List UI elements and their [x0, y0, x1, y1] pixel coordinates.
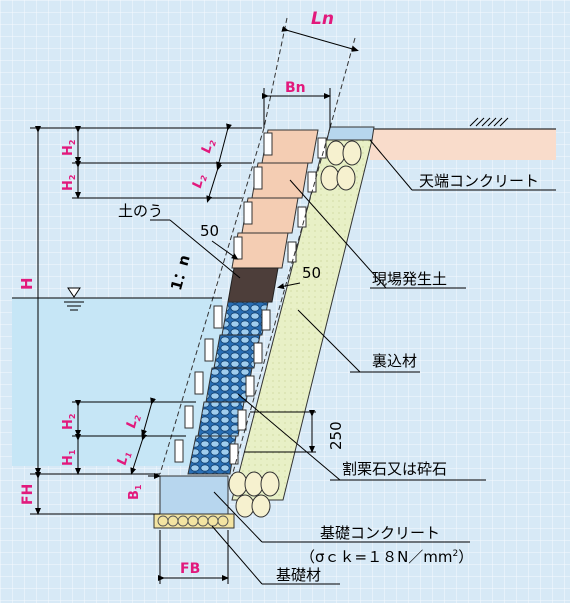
- tenba-label: 天端コンクリート: [419, 172, 539, 190]
- water-level-symbol: [12, 287, 222, 311]
- leader-genba: 現場発生土: [289, 179, 466, 289]
- svg-text:H2: H2: [61, 140, 77, 156]
- svg-text:H2: H2: [61, 414, 77, 430]
- h2-sub-2: 2: [68, 175, 77, 181]
- h1-sub: 1: [68, 449, 77, 455]
- leader-urakomi: 裏込材: [297, 309, 420, 373]
- h1-label: H: [61, 455, 76, 466]
- l1-sub: 1: [124, 451, 134, 459]
- fb-dimension: FB: [158, 530, 229, 584]
- h-label: H: [18, 277, 36, 290]
- leader-donou: 土のう: [118, 202, 241, 279]
- fifty-top-arrow: [211, 240, 239, 260]
- leader-tenba: 天端コンクリート: [369, 139, 556, 191]
- svg-text:H1: H1: [61, 449, 77, 466]
- wariguri-label: 割栗石又は砕石: [342, 460, 447, 478]
- lower-wall-blocks: [174, 301, 271, 475]
- b1-sub: 1: [134, 484, 143, 490]
- l-lower-dimensions: L2 L1: [115, 397, 156, 475]
- h-lower-dimensions: H2 H1: [61, 400, 196, 475]
- two-fifty-dimension: 250: [244, 410, 345, 453]
- svg-text:L2: L2: [190, 172, 209, 190]
- fifty-right-arrow: [277, 282, 301, 290]
- l2-label-2: L: [190, 178, 207, 190]
- urakomi-label: 裏込材: [372, 352, 417, 370]
- backfill-bottom-cobbles: [228, 471, 280, 518]
- kiso-concrete-label: 基礎コンクリート: [320, 524, 440, 542]
- ln-dimension: Ln: [281, 9, 359, 52]
- ln-label: Ln: [311, 9, 334, 29]
- svg-text:L1: L1: [115, 449, 134, 467]
- fifty-right-label: 50: [302, 264, 321, 282]
- water-area: [12, 298, 222, 466]
- h2-sub-1: 2: [68, 140, 77, 146]
- l1-label: L: [115, 455, 132, 467]
- l2-sub-lower: 2: [133, 414, 143, 422]
- sandbag-block: [227, 267, 279, 303]
- l2-label-1: L: [199, 143, 216, 155]
- leader-kiso-concrete: 基礎コンクリート （σｃｋ=１８N／mm2）: [213, 491, 473, 566]
- upper-wall-blocks: [231, 129, 327, 269]
- l2-sub-2: 2: [199, 174, 209, 182]
- b1-dimension: B1: [127, 473, 161, 500]
- svg-text:L2: L2: [199, 137, 218, 155]
- h2-label-2: H: [61, 180, 76, 191]
- genba-label: 現場発生土: [372, 270, 447, 288]
- backfill-top-cobbles: [320, 140, 362, 191]
- svg-text:（σｃｋ=１８N／mm2）: （σｃｋ=１８N／mm2）: [300, 548, 473, 566]
- crown-concrete: [326, 126, 375, 141]
- bn-label: Bn: [285, 80, 306, 96]
- foundation-concrete: [159, 475, 229, 515]
- svg-text:L2: L2: [124, 412, 143, 430]
- l2-upper-dimension: L2 L2: [190, 123, 232, 203]
- two-fifty-label: 250: [327, 421, 345, 450]
- kiso-spec-end: ）: [458, 548, 473, 566]
- kisozai-label: 基礎材: [276, 566, 321, 584]
- ground-hatch-symbol: [469, 117, 509, 127]
- h2-upper-dimension: H2 H2: [61, 126, 252, 199]
- leader-wariguri: 割栗石又は砕石: [237, 393, 486, 481]
- donou-label: 土のう: [118, 202, 163, 220]
- fh-dimension: FH: [20, 472, 41, 515]
- h2-label-1: H: [61, 145, 76, 156]
- l2-sub-1: 2: [208, 139, 218, 147]
- fb-label: FB: [180, 561, 200, 577]
- ground-bank: [370, 129, 556, 160]
- kiso-spec-label: （σｃｋ=１８N／mm: [300, 548, 453, 566]
- svg-text:H2: H2: [61, 175, 77, 191]
- h2-sub-lower: 2: [68, 414, 77, 420]
- leader-kisozai: 基礎材: [211, 525, 340, 585]
- b1-label: B: [127, 490, 142, 500]
- foundation-material: [153, 513, 235, 529]
- h2-label-lower: H: [61, 419, 76, 430]
- l2-label-lower: L: [124, 418, 141, 430]
- fh-label: FH: [20, 484, 36, 505]
- svg-text:B1: B1: [127, 484, 143, 500]
- kiso-spec-sup: 2: [453, 549, 459, 559]
- bn-dimension: Bn: [262, 80, 331, 128]
- fifty-top-label: 50: [200, 222, 219, 240]
